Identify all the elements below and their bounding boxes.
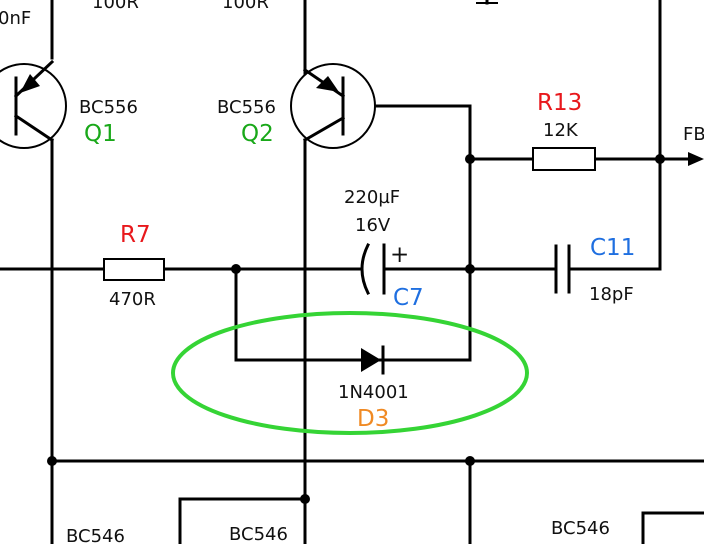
top-left-res-value: 100R (92, 0, 139, 13)
d3-part-number: 1N4001 (338, 382, 409, 403)
d3-designator: D3 (357, 406, 389, 432)
r7-value: 470R (109, 289, 156, 310)
r13-value: 12K (543, 120, 579, 141)
c11-value: 18pF (589, 284, 634, 305)
q2-part-number: BC556 (217, 97, 276, 118)
junction-dot (465, 456, 475, 466)
r7-resistor-body (103, 258, 165, 281)
c7-designator: C7 (393, 285, 424, 311)
junction-dot (231, 264, 241, 274)
junction-dot (47, 456, 57, 466)
fb-label: FB (683, 124, 704, 145)
q1-transistor-symbol (0, 59, 67, 149)
q1-designator: Q1 (84, 121, 117, 147)
c7-capacitor-symbol (360, 242, 386, 296)
c11-capacitor-symbol (554, 244, 584, 294)
top-left-cap-value: 0nF (0, 8, 31, 29)
c11-designator: C11 (590, 235, 635, 261)
r7-designator: R7 (120, 222, 151, 248)
r13-designator: R13 (537, 90, 582, 116)
junction-dot (465, 154, 475, 164)
bottom-transistor-2-part: BC546 (229, 524, 288, 544)
c7-polarity-mark: + (390, 242, 409, 268)
output-arrow-icon (688, 152, 704, 166)
highlight-ellipse (171, 311, 529, 435)
d3-diode-symbol (361, 345, 385, 375)
junction-dot (300, 494, 310, 504)
q2-designator: Q2 (241, 121, 274, 147)
emitter-arrow-icon (316, 76, 339, 92)
q2-transistor-symbol (290, 63, 376, 149)
emitter-arrow-icon (20, 74, 40, 93)
r13-resistor-body (532, 147, 596, 171)
c7-capacitance: 220µF (344, 187, 400, 208)
bottom-transistor-1-part: BC546 (66, 526, 125, 544)
q1-part-number: BC556 (79, 97, 138, 118)
junction-dots (47, 154, 665, 504)
c7-voltage: 16V (355, 215, 391, 236)
junction-dot (655, 154, 665, 164)
bottom-transistor-3-part: BC546 (551, 518, 610, 539)
junction-dot (465, 264, 475, 274)
top-mid-res-value: 100R (222, 0, 269, 13)
